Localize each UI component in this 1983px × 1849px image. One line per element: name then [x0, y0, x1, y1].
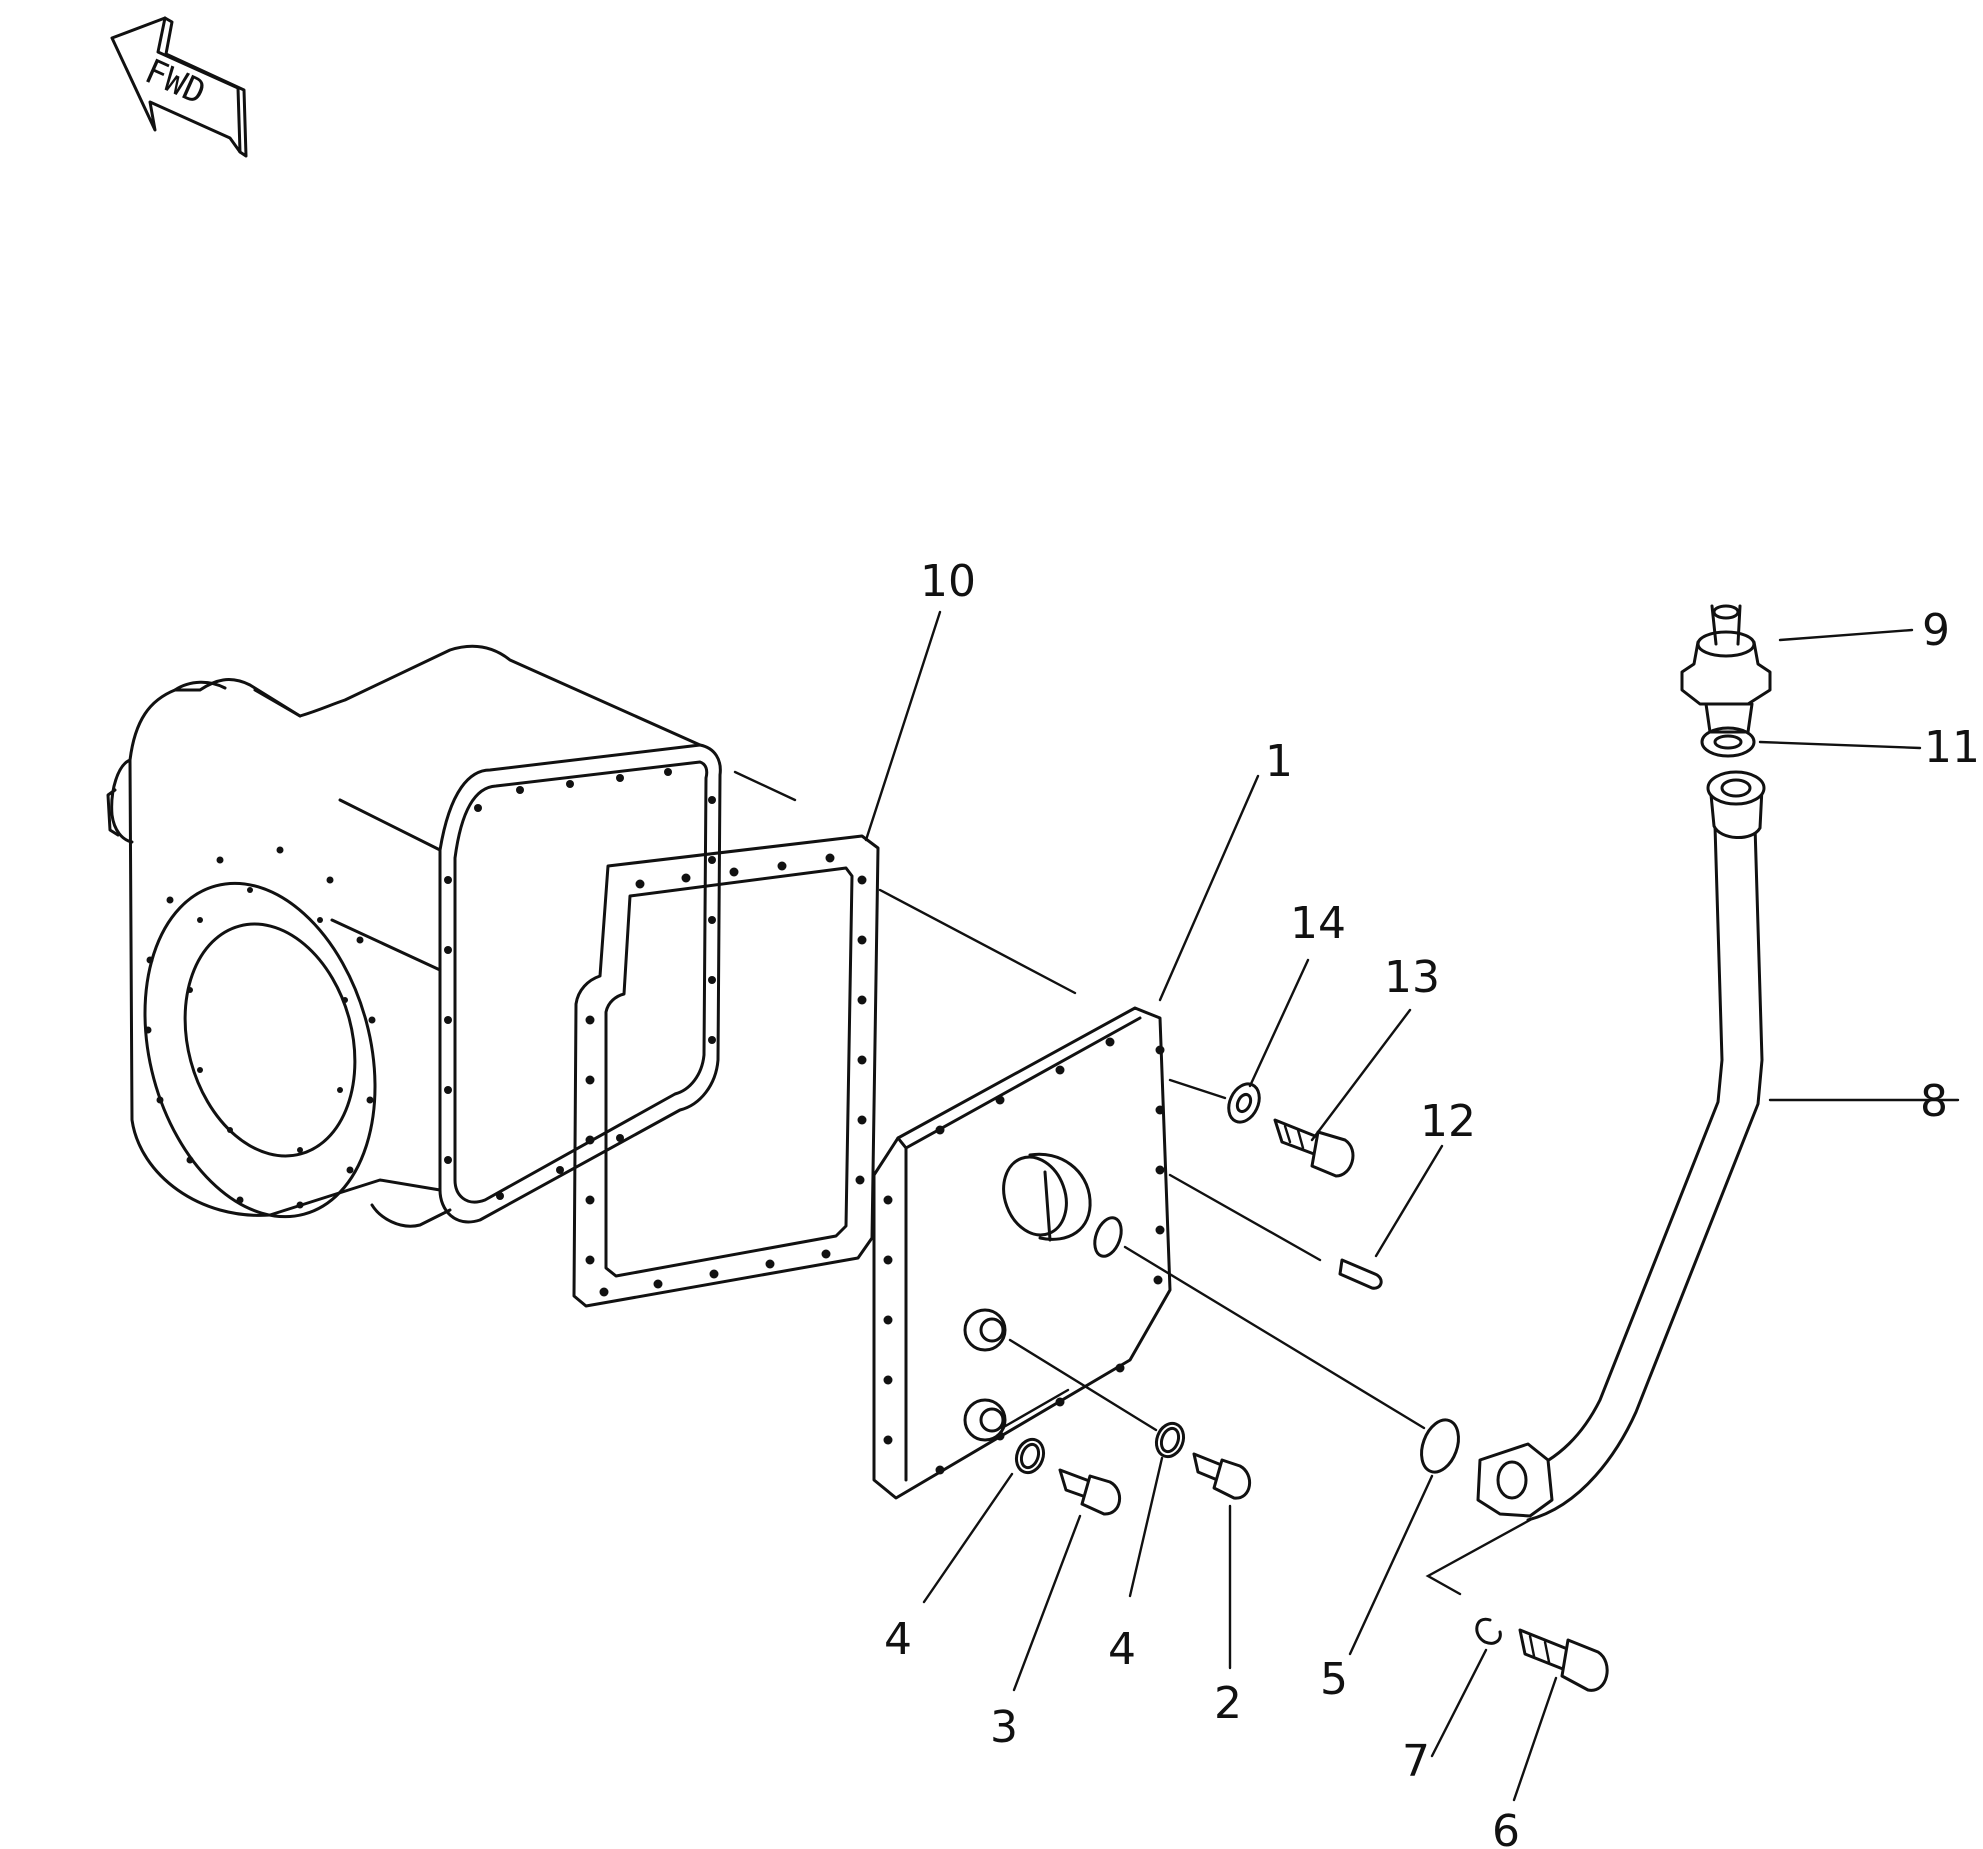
o-ring-5 — [1420, 1418, 1460, 1474]
assembly-lines — [733, 770, 1532, 1596]
callout-4a: 4 — [884, 1614, 912, 1665]
callout-9: 9 — [1922, 605, 1950, 656]
o-ring-4a — [1014, 1437, 1046, 1475]
callout-6: 6 — [1492, 1806, 1520, 1849]
bolt-6 — [1518, 1628, 1609, 1692]
callout-13: 13 — [1384, 952, 1440, 1003]
o-ring-4b — [1154, 1421, 1186, 1459]
washer-14 — [1227, 1082, 1261, 1124]
breather-cap — [1680, 604, 1772, 734]
callout-8: 8 — [1920, 1076, 1948, 1127]
bolt-13 — [1273, 1118, 1355, 1178]
callout-2: 2 — [1214, 1678, 1242, 1729]
washer-10 — [1700, 726, 1756, 758]
bolt-2 — [1192, 1452, 1251, 1500]
callout-10: 11 — [1924, 722, 1980, 773]
callouts: 10 1 14 13 12 9 11 8 4 3 4 2 5 7 6 — [884, 556, 1980, 1849]
transmission-housing — [106, 644, 722, 1228]
callout-3: 3 — [990, 1702, 1018, 1753]
callout-12: 12 — [1420, 1096, 1476, 1147]
callout-14: 14 — [1290, 898, 1346, 949]
gasket — [572, 834, 880, 1308]
dowel-pin-12 — [1338, 1258, 1383, 1290]
callout-1: 1 — [1265, 736, 1293, 787]
bolt-3 — [1058, 1468, 1121, 1516]
leader-lines — [864, 610, 1960, 1802]
oil-filler-pipe — [1476, 770, 1766, 1522]
callout-5: 5 — [1320, 1654, 1348, 1705]
forward-arrow-icon: FWD — [110, 16, 248, 158]
o-ring-cylinder — [1093, 1216, 1123, 1258]
callout-4b: 4 — [1108, 1624, 1136, 1675]
cover-plate — [872, 1006, 1172, 1500]
callout-11: 10 — [920, 556, 976, 607]
snap-ring-7 — [1475, 1617, 1502, 1645]
callout-7: 7 — [1402, 1736, 1430, 1787]
